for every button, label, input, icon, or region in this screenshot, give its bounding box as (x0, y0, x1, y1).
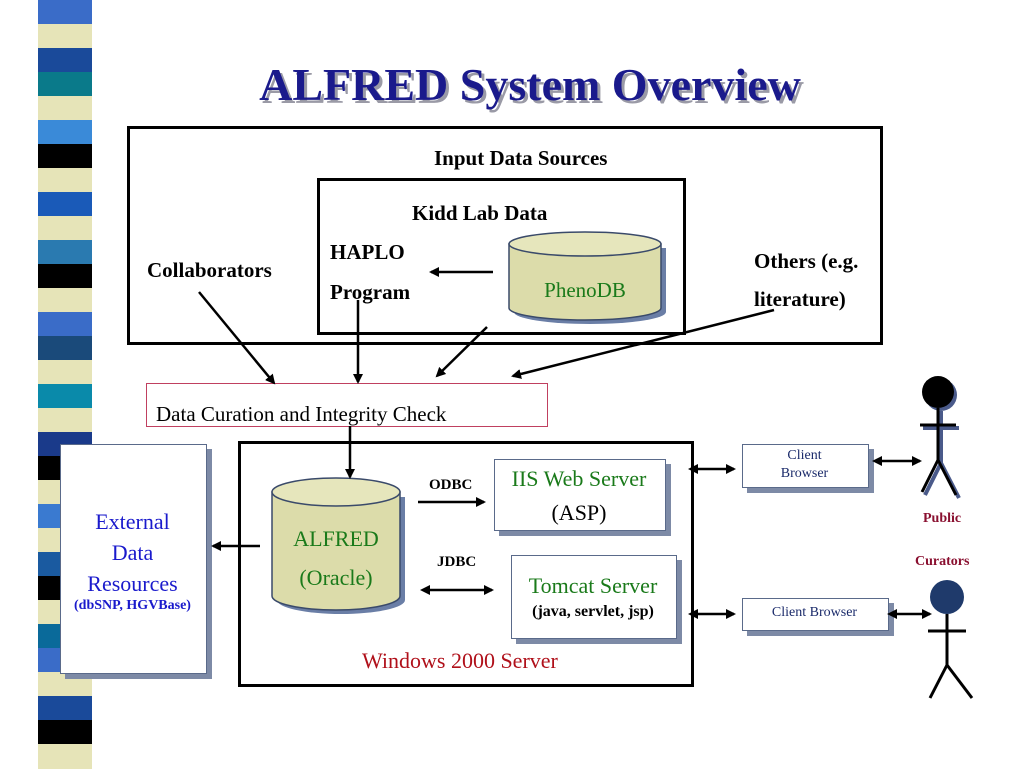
external-data-resources-sub: (dbSNP, HGVBase) (74, 598, 191, 613)
client-browser-1-label: Client Browser (742, 447, 867, 483)
stripe-segment (38, 696, 92, 721)
stripe-segment (38, 240, 92, 265)
jdbc-label: JDBC (437, 554, 477, 570)
stripe-segment (38, 144, 92, 169)
stripe-segment (38, 288, 92, 313)
phenodb-label: PhenoDB (544, 278, 626, 302)
iis-web-server-box (494, 459, 666, 531)
stripe-segment (38, 0, 92, 25)
curation-label: Data Curation and Integrity Check (156, 402, 447, 426)
stripe-segment (38, 744, 92, 769)
stripe-segment (38, 216, 92, 241)
kidd-lab-data-box (317, 178, 686, 335)
external-data-resources-title: External Data Resources (60, 506, 205, 599)
iis-web-server-label: IIS Web Server (ASP) (494, 462, 664, 530)
stripe-segment (38, 72, 92, 97)
client-browser-1-box (742, 444, 869, 488)
alfred-label-line2: (Oracle) (299, 565, 372, 590)
odbc-label: ODBC (429, 477, 473, 493)
curation-box (146, 383, 548, 427)
public-user-figure (920, 376, 961, 499)
stripe-segment (38, 264, 92, 289)
collaborators-label: Collaborators (147, 258, 272, 282)
external-line1: External (95, 509, 170, 534)
arrow-kidd-to-curation (435, 326, 488, 378)
stripe-segment (38, 384, 92, 409)
stripe-segment (38, 48, 92, 73)
stripe-segment (38, 720, 92, 745)
external-line2: Data (111, 540, 154, 565)
stripe-segment (38, 360, 92, 385)
tomcat-server-sub: (java, servlet, jsp) (532, 603, 654, 620)
client-browser-1-line2: Browser (780, 466, 829, 481)
stripe-segment (38, 120, 92, 145)
client-browser-2-box (742, 598, 889, 631)
stripe-segment (38, 336, 92, 361)
iis-line1: IIS Web Server (511, 466, 647, 491)
alfred-cylinder (271, 477, 405, 614)
stripe-segment (38, 96, 92, 121)
external-line3: Resources (87, 571, 178, 596)
tomcat-server-title: Tomcat Server (528, 573, 658, 598)
curator-user-figure (928, 580, 974, 699)
others-label-line2: literature) (754, 287, 846, 311)
input-data-sources-box (127, 126, 883, 345)
client-browser-1-line1: Client (787, 448, 822, 463)
stripe-segment (38, 672, 92, 697)
tomcat-server-box (511, 555, 677, 639)
haplo-program-label-line2: Program (330, 280, 411, 304)
iis-line2: (ASP) (551, 500, 607, 525)
windows-server-label: Windows 2000 Server (362, 648, 558, 673)
arrow-others-to-curation (511, 308, 775, 379)
external-data-resources-box (60, 444, 207, 674)
public-label: Public (923, 511, 962, 526)
stripe-segment (38, 192, 92, 217)
arrows (198, 267, 932, 619)
stripe-segment (38, 312, 92, 337)
windows-server-box (238, 441, 694, 687)
alfred-label-line1: ALFRED (293, 526, 379, 551)
others-label-line1: Others (e.g. (754, 249, 859, 273)
haplo-program-label-line1: HAPLO (330, 240, 405, 264)
input-data-sources-label: Input Data Sources (434, 146, 608, 170)
stripe-segment (38, 24, 92, 49)
client-browser-2-label: Client Browser (771, 605, 858, 620)
phenodb-cylinder (508, 231, 666, 324)
slide-title: ALFRED System Overview (259, 59, 801, 110)
stripe-edge (92, 0, 100, 768)
stripe-segment (38, 168, 92, 193)
kidd-lab-data-label: Kidd Lab Data (412, 201, 548, 225)
stripe-segment (38, 408, 92, 433)
curators-label: Curators (915, 554, 970, 569)
arrow-collaborators-to-curation (198, 291, 276, 385)
